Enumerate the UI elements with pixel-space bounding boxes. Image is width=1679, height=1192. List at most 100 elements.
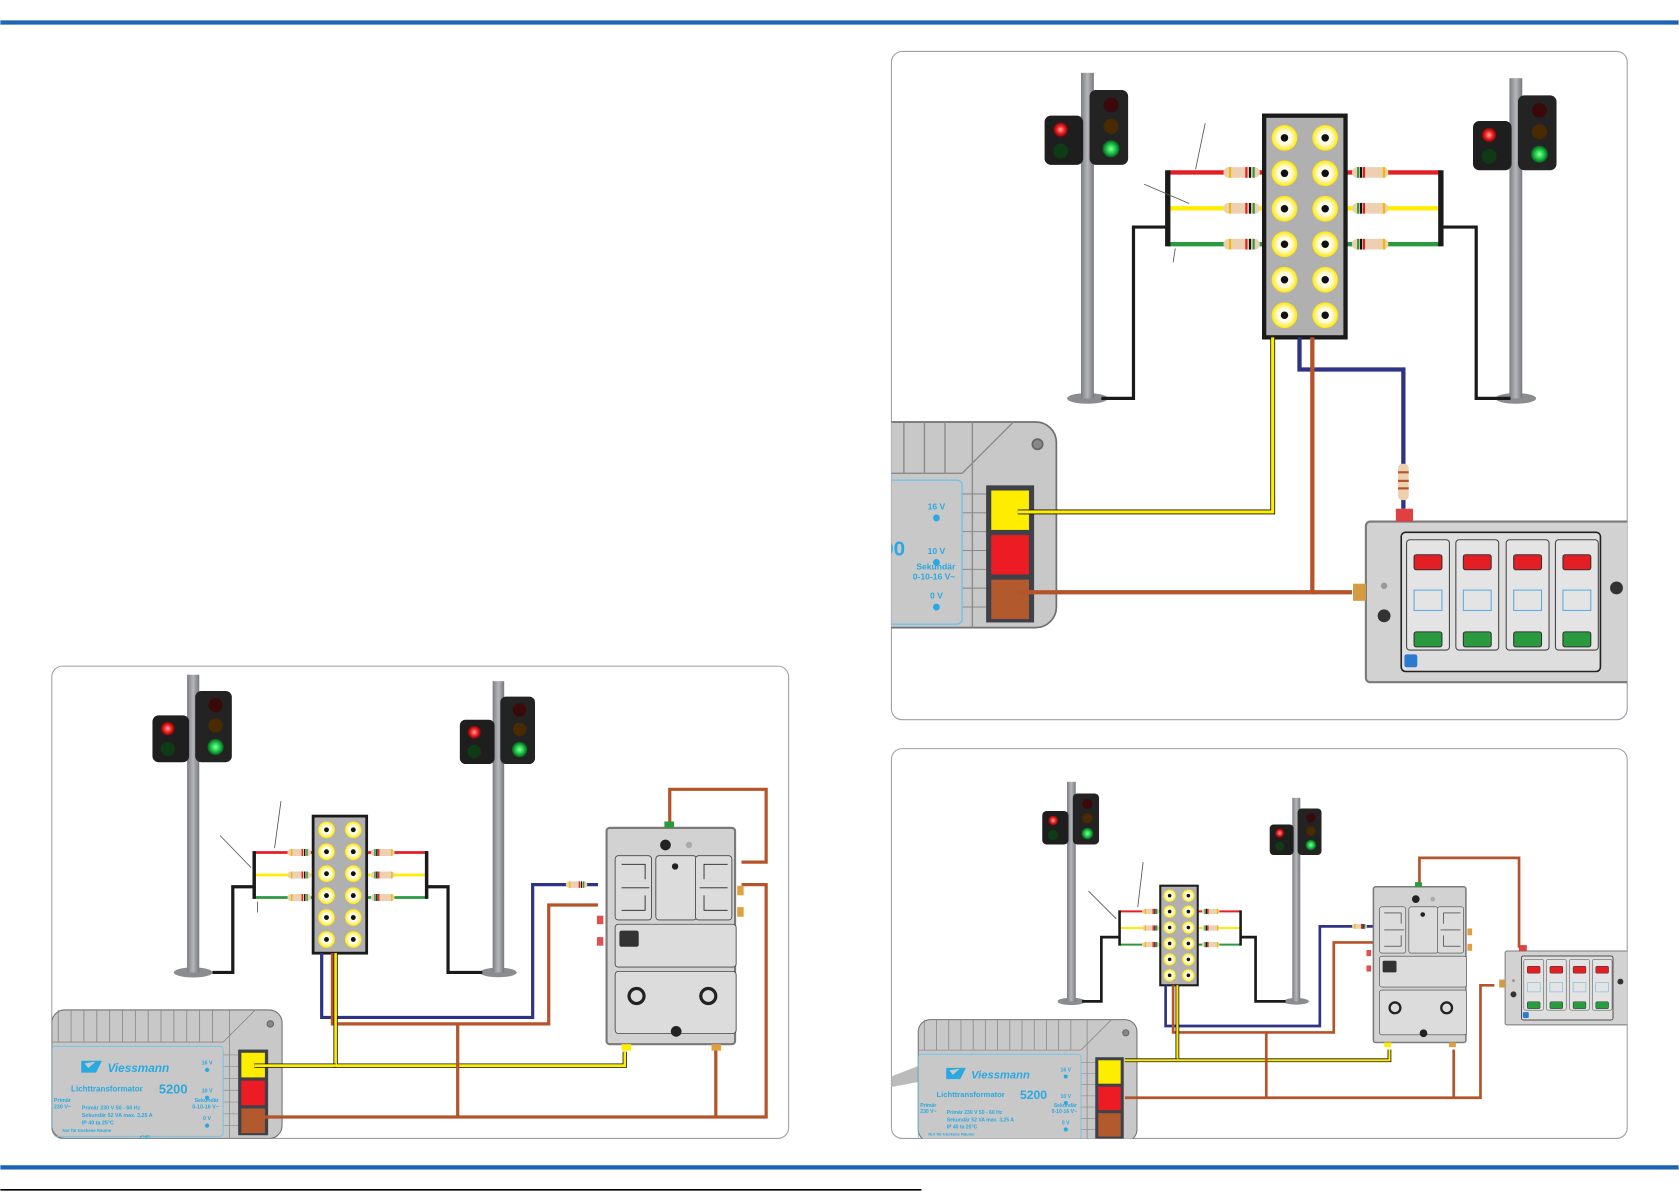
- socket-hole: [324, 915, 329, 920]
- resistor: [1351, 167, 1389, 178]
- resistor-band: [1398, 471, 1409, 474]
- resistor-band: [1357, 238, 1360, 250]
- product-name: Lichttransformator: [719, 540, 834, 555]
- resistor-band: [1152, 925, 1154, 931]
- bottom-connector-brown: [1448, 1042, 1456, 1048]
- bottom-connector-brown: [711, 1044, 722, 1051]
- traffic-light: [1472, 78, 1557, 404]
- resistor-band: [1144, 908, 1146, 914]
- resistor-band: [1154, 908, 1156, 914]
- resistor-band: [1362, 167, 1366, 178]
- resistor: [1351, 202, 1389, 214]
- resistor-band: [1144, 925, 1146, 931]
- relay-contact-left: [621, 863, 650, 911]
- resistor-band: [1252, 238, 1255, 250]
- label-plate: [917, 1053, 1082, 1139]
- power-cable: [891, 1065, 920, 1088]
- resistor: [1142, 942, 1160, 948]
- socket-hole: [1321, 169, 1329, 178]
- resistor-band: [378, 871, 380, 879]
- resistor-band: [1248, 167, 1252, 178]
- resistor-band: [1362, 923, 1364, 929]
- wire-brown: [262, 883, 768, 1119]
- common-wire-bar: [1118, 910, 1121, 946]
- screw: [1430, 896, 1436, 902]
- label-field: [1595, 982, 1609, 993]
- wire-brown: [1418, 856, 1521, 948]
- top-connector: [1518, 945, 1527, 952]
- relay-contact-right: [1440, 912, 1461, 947]
- common-wire-bar: [1438, 170, 1444, 247]
- screw: [1122, 1029, 1130, 1037]
- socket-hole: [1280, 205, 1289, 213]
- mounting-hole: [1419, 1029, 1428, 1038]
- resistor-band: [391, 871, 393, 879]
- label-section: [614, 923, 737, 968]
- resistor-band: [290, 871, 293, 879]
- dry-rooms-note: Nur für trockene Räume: [928, 1132, 975, 1137]
- socket-hole: [1321, 205, 1329, 213]
- yellow-lamp: [512, 722, 527, 737]
- resistor-band: [1359, 202, 1363, 214]
- resistor-band: [1156, 908, 1158, 914]
- red-lamp-lit: [160, 721, 175, 736]
- adjust-screw-icon: [1440, 1001, 1454, 1015]
- red-lamp: [1103, 97, 1119, 113]
- bevel: [222, 1009, 256, 1043]
- screw: [1031, 438, 1044, 451]
- resistor: [1351, 923, 1367, 929]
- indicator-hole: [1420, 912, 1426, 917]
- red-lamp-lit: [1275, 828, 1285, 838]
- socket-hole: [324, 937, 329, 942]
- label-section: [1379, 955, 1467, 988]
- resistor-band: [290, 849, 293, 856]
- mounting-hole: [1617, 978, 1624, 985]
- resistor-band: [1354, 923, 1356, 929]
- wire-black: [1440, 225, 1511, 401]
- bottom-rule: [0, 1165, 1679, 1170]
- terminal-label-0v: 0 V: [1062, 1120, 1070, 1126]
- red-button: [1462, 554, 1492, 571]
- resistor-band: [303, 849, 306, 856]
- traffic-light: [1044, 72, 1129, 404]
- leader-line: [1088, 890, 1117, 920]
- green-button: [1562, 631, 1592, 648]
- primary-value: 230 V~: [54, 1104, 71, 1110]
- label-field: [1413, 589, 1443, 611]
- socket-hole: [350, 937, 356, 942]
- pole-base: [1283, 998, 1309, 1005]
- brand-text: Viessmann: [971, 1070, 1030, 1082]
- terminal-indicator: [1063, 1127, 1068, 1132]
- resistor: [1202, 908, 1220, 914]
- green-lamp: [1053, 143, 1069, 159]
- resistor-band: [306, 871, 308, 879]
- resistor-band: [1207, 925, 1209, 931]
- adjust-screw-icon: [699, 986, 718, 1006]
- yellow-lamp: [1306, 826, 1316, 836]
- primary-value: 230 V~: [691, 572, 718, 582]
- leader-line: [219, 835, 252, 868]
- resistor-band: [301, 849, 304, 856]
- resistor-band: [374, 894, 376, 901]
- green-lamp-lit: [1102, 140, 1120, 158]
- resistor: [1223, 238, 1260, 250]
- socket-hole: [1280, 240, 1289, 248]
- resistor-band: [1152, 942, 1154, 948]
- terminal-label-0v: 0 V: [203, 1116, 211, 1122]
- terminal-0v: [991, 579, 1029, 620]
- resistor-band: [376, 849, 378, 856]
- terminal-10v: [991, 535, 1029, 575]
- socket-hole: [1186, 925, 1191, 930]
- mounting-hole: [1411, 895, 1420, 903]
- socket-hole: [1280, 311, 1289, 319]
- green-button: [1572, 1001, 1587, 1009]
- product-name: Lichttransformator: [71, 1084, 143, 1093]
- wire-yellow: [334, 953, 627, 1067]
- dry-rooms-note: Nur für trockene Räume: [63, 1128, 112, 1133]
- resistor-band: [1154, 942, 1156, 948]
- resistor-band: [1398, 487, 1409, 490]
- red-lamp: [1531, 102, 1547, 118]
- terminal-10v: [241, 1080, 265, 1106]
- red-button: [1549, 966, 1564, 974]
